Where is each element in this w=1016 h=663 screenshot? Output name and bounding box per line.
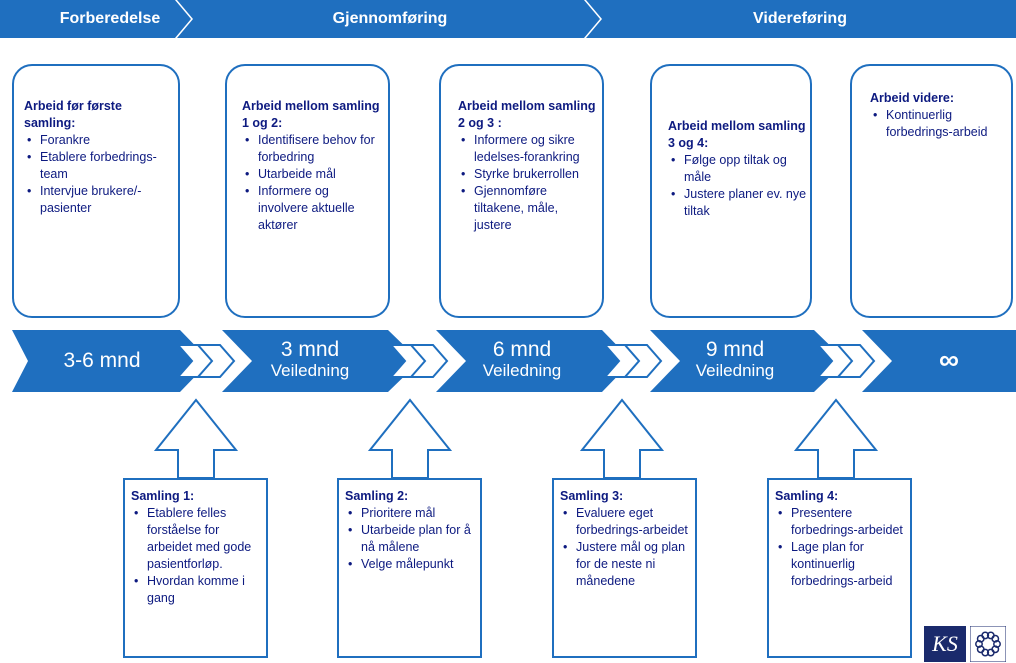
top-box-4-content: Arbeid mellom samling 3 og 4: Følge opp … — [668, 118, 808, 220]
bottom-box-3-item: Justere mål og plan for de neste ni måne… — [560, 539, 694, 590]
stage-main-3: 6 mnd — [492, 338, 552, 361]
stage-label-4: 9 mnd Veiledning — [655, 339, 815, 381]
top-box-3-item: Gjennomføre tiltakene, måle, justere — [458, 183, 598, 234]
top-box-5-content: Arbeid videre: Kontinuerlig forbedrings-… — [870, 90, 1008, 141]
bottom-box-4-item: Lage plan for kontinuerlig forbedrings-a… — [775, 539, 909, 590]
top-box-1-item: Etablere forbedrings-team — [24, 149, 174, 183]
bottom-box-3-item: Evaluere eget forbedrings-arbeidet — [560, 505, 694, 539]
bottom-box-2-content: Samling 2: Prioritere mål Utarbeide plan… — [345, 488, 479, 573]
bottom-box-3-title: Samling 3: — [560, 489, 624, 503]
connector-chevron-4-2 — [835, 344, 876, 378]
stage-sub-3: Veiledning — [482, 361, 562, 380]
bottom-box-2-item: Utarbeide plan for å nå målene — [345, 522, 479, 556]
bottom-box-3-content: Samling 3: Evaluere eget forbedrings-arb… — [560, 488, 694, 590]
rings-icon — [970, 626, 1006, 662]
phase-bar-1 — [0, 0, 191, 38]
stage-arrow-4 — [650, 330, 846, 392]
ring — [986, 648, 995, 657]
top-box-1-content: Arbeid før første samling: Forankre Etab… — [24, 98, 174, 217]
top-box-3-item: Styrke brukerrollen — [458, 166, 598, 183]
connector-chevron-3-2 — [622, 344, 663, 378]
bottom-box-2-item: Velge målepunkt — [345, 556, 479, 573]
top-box-2-title: Arbeid mellom samling 1 og 2: — [242, 99, 380, 130]
connector-chevron-1-2 — [195, 344, 236, 378]
phase-bar-2 — [177, 0, 600, 38]
top-box-4-item: Følge opp tiltak og måle — [668, 152, 808, 186]
stage-label-5: ∞ — [890, 344, 1008, 375]
phase-label-preparation: Forberedelse — [59, 10, 161, 27]
top-box-1-item: Forankre — [24, 132, 174, 149]
stage-sub-2: Veiledning — [270, 361, 350, 380]
up-arrow-3 — [579, 398, 665, 479]
stage-arrow-2 — [222, 330, 420, 392]
stage-label-1: 3-6 mnd — [22, 350, 182, 372]
phase-label-execution: Gjennomføring — [332, 10, 448, 27]
phase-bar-3 — [586, 0, 1016, 38]
stage-main-4: 9 mnd — [705, 338, 765, 361]
connector-chevron-2-2 — [408, 344, 449, 378]
up-arrow-1 — [153, 398, 239, 479]
bottom-box-4-item: Presentere forbedrings-arbeidet — [775, 505, 909, 539]
bottom-box-1-content: Samling 1: Etablere felles forståelse fo… — [131, 488, 265, 607]
top-box-2-content: Arbeid mellom samling 1 og 2: Identifise… — [242, 98, 382, 234]
bottom-box-2-item: Prioritere mål — [345, 505, 479, 522]
stage-main-1: 3-6 mnd — [63, 349, 141, 372]
ring — [991, 634, 1000, 643]
top-box-2-item: Informere og involvere aktuelle aktører — [242, 183, 382, 234]
stage-main-5: ∞ — [939, 344, 959, 375]
up-arrow-4 — [793, 398, 879, 479]
top-box-3-item: Informere og sikre ledelses-forankring — [458, 132, 598, 166]
top-box-5-title: Arbeid videre: — [870, 91, 955, 105]
bottom-box-4-title: Samling 4: — [775, 489, 839, 503]
top-box-3-title: Arbeid mellom samling 2 og 3 : — [458, 99, 596, 130]
bottom-box-2-title: Samling 2: — [345, 489, 409, 503]
bottom-box-1-item: Hvordan komme i gang — [131, 573, 265, 607]
top-box-2-item: Utarbeide mål — [242, 166, 382, 183]
top-box-2-item: Identifisere behov for forbedring — [242, 132, 382, 166]
bottom-box-4-content: Samling 4: Presentere forbedrings-arbeid… — [775, 488, 909, 590]
bottom-box-1-item: Etablere felles forståelse for arbeidet … — [131, 505, 265, 573]
stage-arrow-3 — [436, 330, 632, 392]
top-box-3-content: Arbeid mellom samling 2 og 3 : Informere… — [458, 98, 598, 234]
top-box-1-title: Arbeid før første samling: — [24, 99, 122, 130]
stage-label-3: 6 mnd Veiledning — [442, 339, 602, 381]
stage-arrow-1 — [12, 330, 210, 392]
up-arrow-2 — [367, 398, 453, 479]
stage-sub-4: Veiledning — [695, 361, 775, 380]
stage-arrow-5 — [862, 330, 1016, 392]
top-box-4-item: Justere planer ev. nye tiltak — [668, 186, 808, 220]
top-box-5-item: Kontinuerlig forbedrings-arbeid — [870, 107, 1008, 141]
stage-label-2: 3 mnd Veiledning — [230, 339, 390, 381]
phase-label-continuation: Videreføring — [753, 10, 847, 27]
bottom-box-1-title: Samling 1: — [131, 489, 195, 503]
ks-logo: KS — [924, 626, 966, 662]
top-box-1-item: Intervjue brukere/-pasienter — [24, 183, 174, 217]
ring — [981, 631, 990, 640]
stage-main-2: 3 mnd — [280, 338, 340, 361]
top-box-4-title: Arbeid mellom samling 3 og 4: — [668, 119, 806, 150]
